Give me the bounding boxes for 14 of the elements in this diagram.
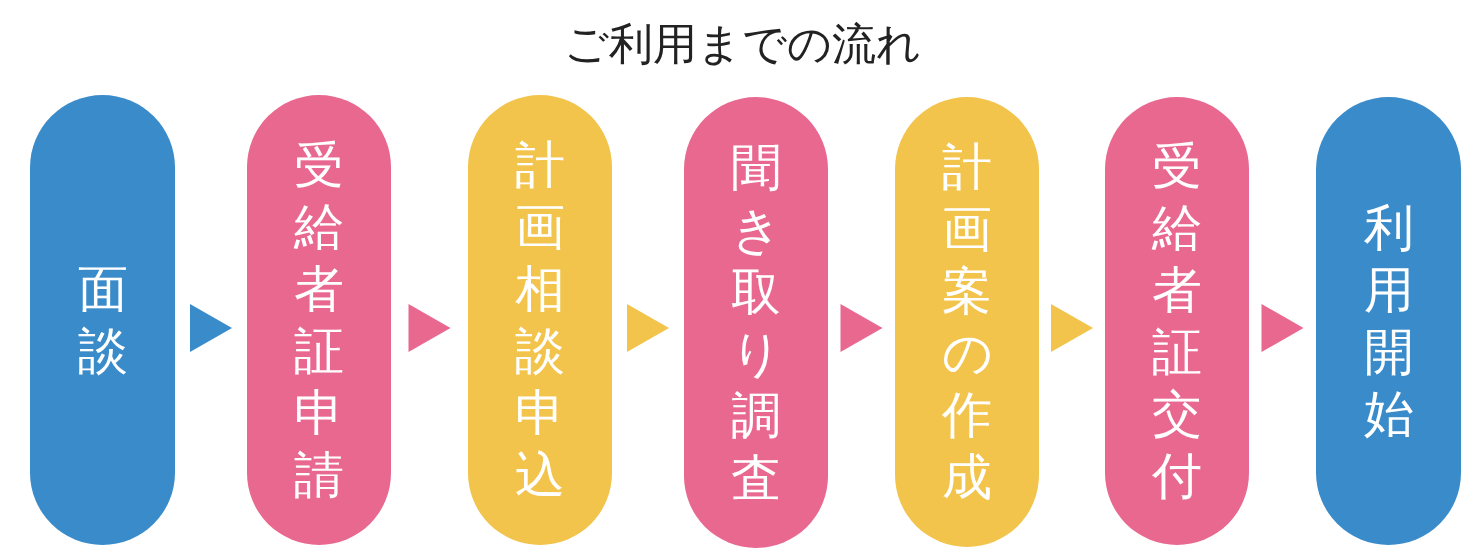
step-label: 面談 — [76, 259, 129, 382]
arrow — [627, 304, 669, 352]
step-label: 受給者証交付 — [1151, 136, 1203, 507]
step-label: 利用開始 — [1362, 198, 1415, 445]
arrow — [190, 304, 232, 352]
arrow — [1261, 304, 1304, 352]
step-label: 計画案の作成 — [941, 137, 993, 508]
arrow — [840, 304, 883, 352]
title: ご利用までの流れ — [563, 17, 921, 71]
step-label: 計画相談申込 — [514, 135, 566, 506]
arrow — [1051, 304, 1093, 352]
step-label: 聞き取り調査 — [730, 137, 782, 509]
arrow — [408, 304, 451, 352]
step-label: 受給者証申請 — [293, 135, 345, 506]
